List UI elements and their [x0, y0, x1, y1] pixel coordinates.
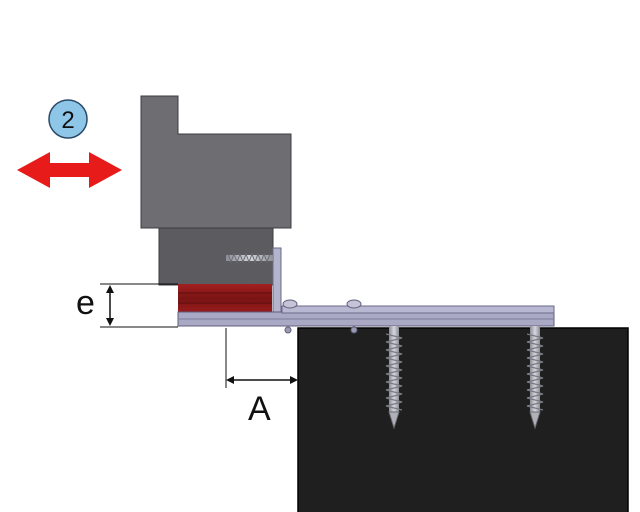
dimension-a-label: A: [248, 390, 271, 428]
dimension-a: A: [225, 328, 298, 428]
rail-clip: [281, 305, 555, 314]
base-block: [297, 327, 629, 512]
dimension-e-label: e: [76, 284, 95, 322]
red-board: [178, 284, 272, 313]
dimension-e: e: [76, 283, 178, 328]
step-badge-label: 2: [61, 107, 74, 134]
upper-gray-block: [140, 95, 292, 229]
screw-head-icon: [346, 299, 362, 309]
step-badge: 2: [48, 99, 88, 139]
vertical-screw-right-icon: [526, 326, 544, 430]
double-arrow-horizontal-icon: [17, 152, 122, 188]
rivet-icon: [284, 326, 292, 334]
horizontal-screw-icon: [226, 252, 274, 264]
vertical-screw-left-icon: [385, 326, 403, 430]
angle-bracket: [272, 247, 282, 315]
screw-head-icon: [282, 299, 298, 309]
rivet-icon: [350, 326, 358, 334]
numbered-circle-icon: [48, 99, 88, 139]
